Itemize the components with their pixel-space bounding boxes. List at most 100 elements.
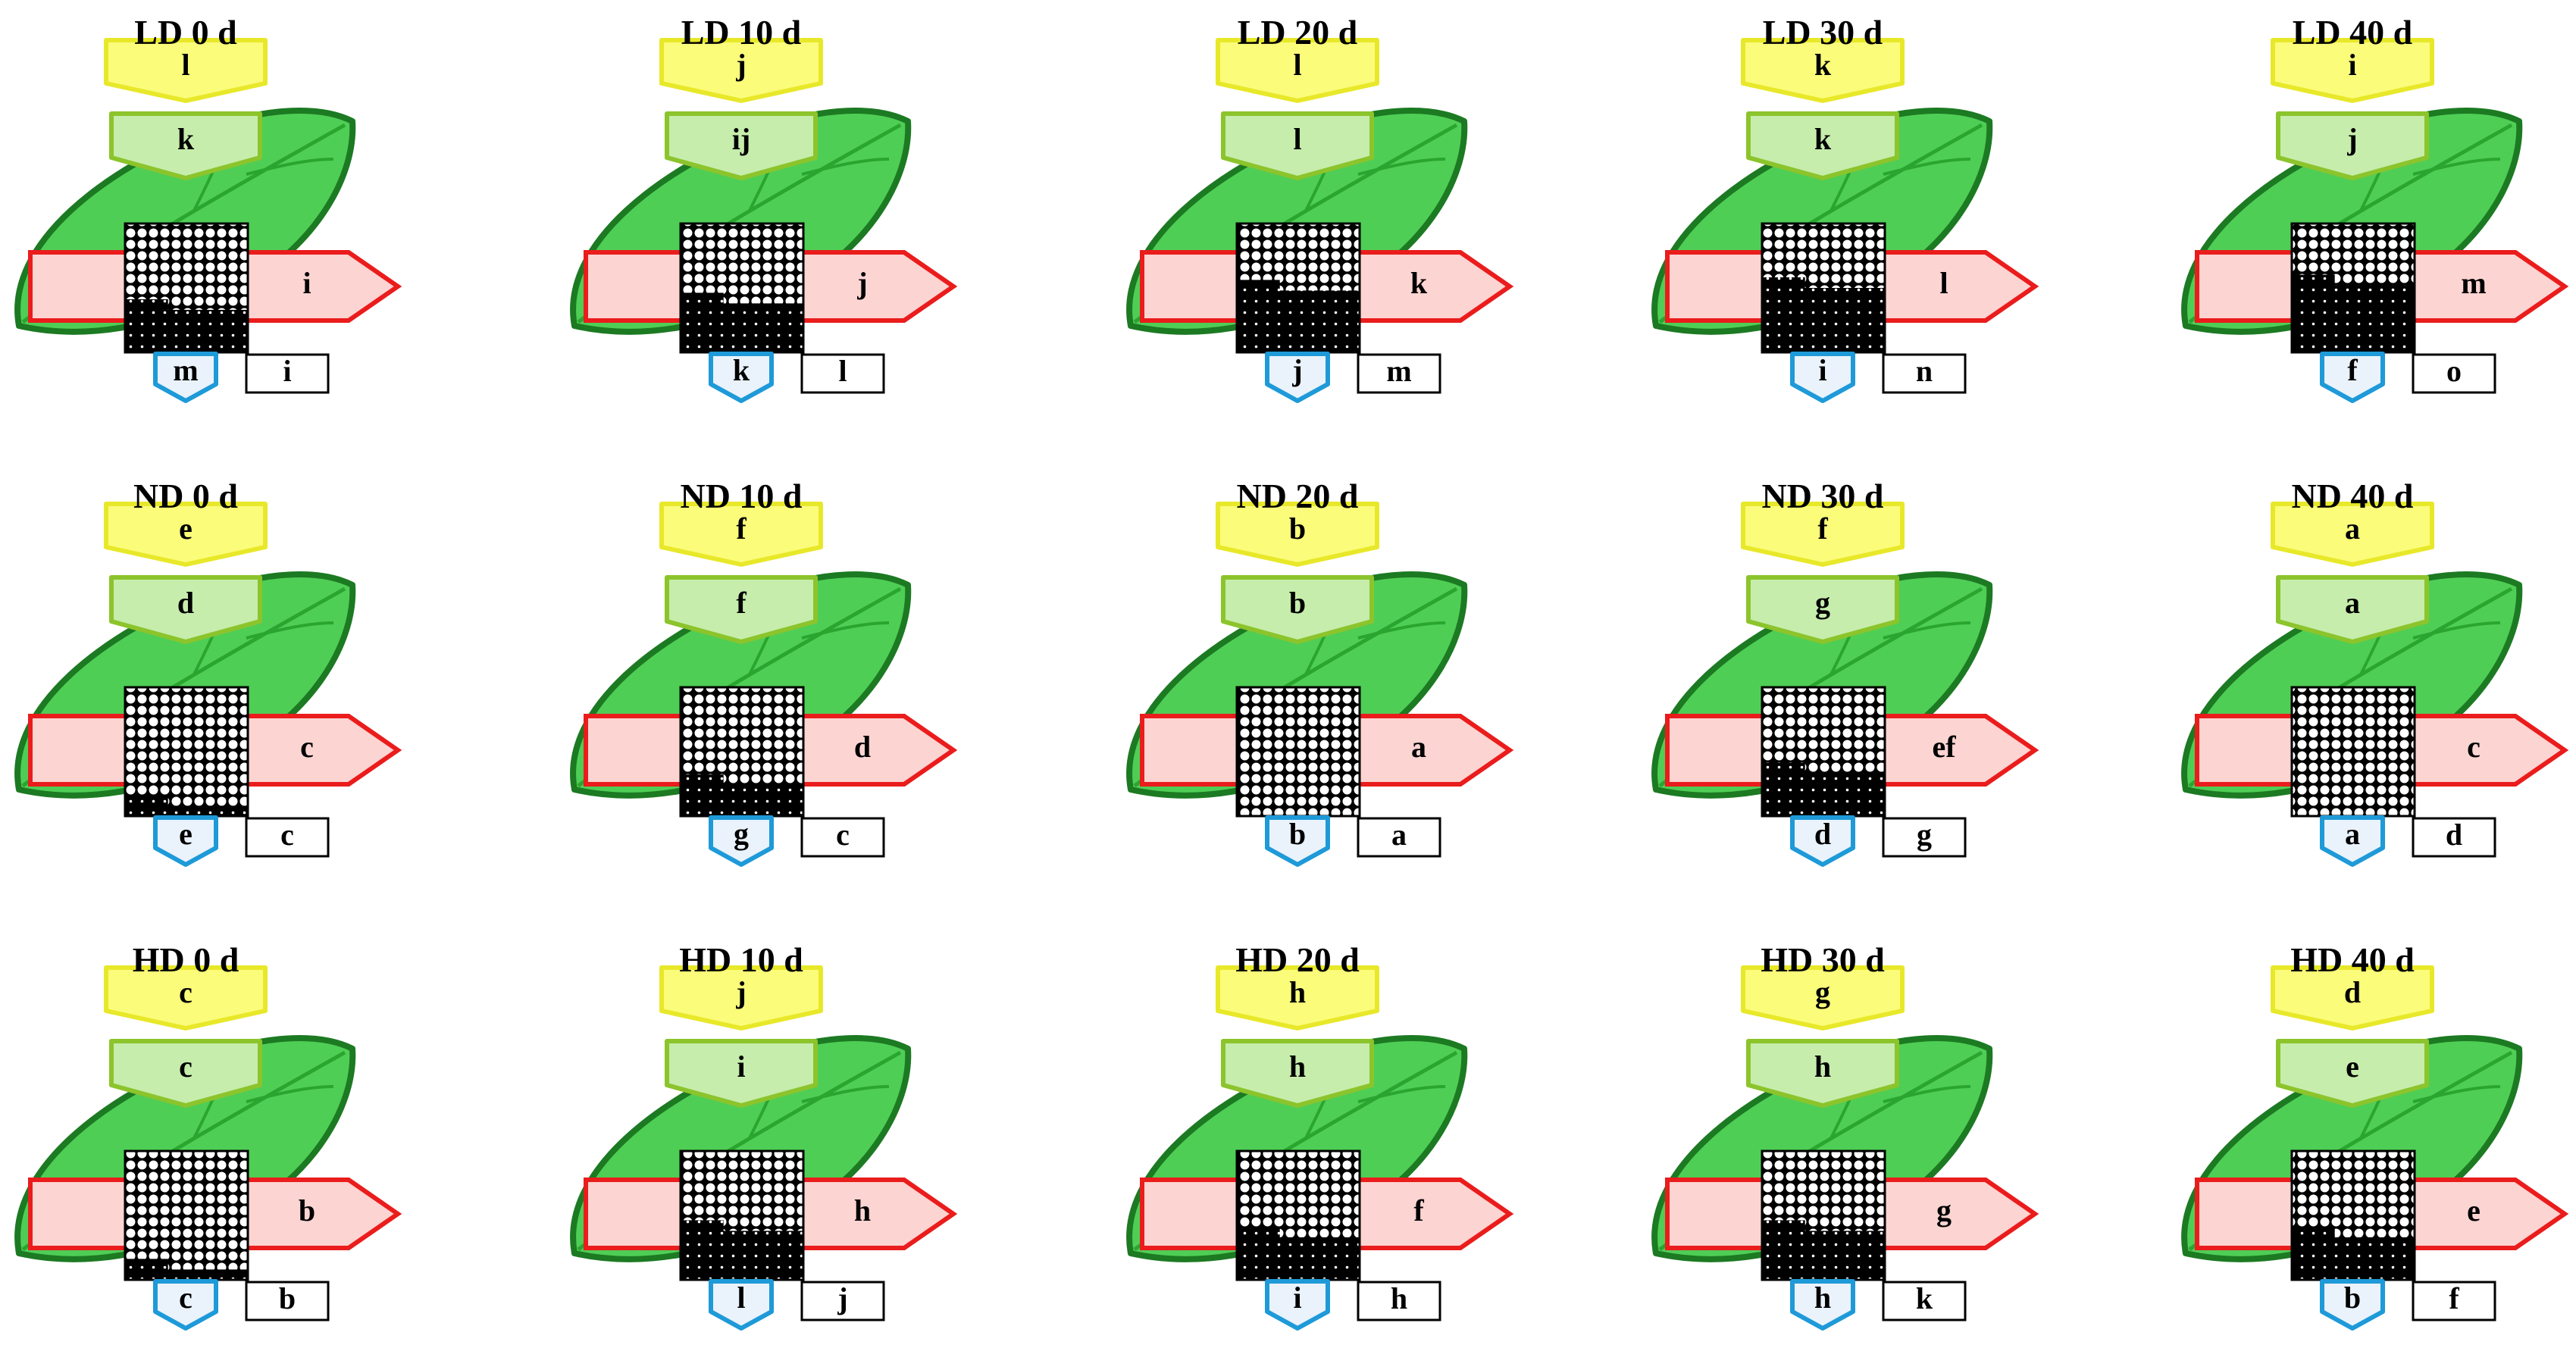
value-box bbox=[1882, 817, 1967, 858]
value-box-label: h bbox=[1391, 1281, 1407, 1315]
blue-shield-shape bbox=[1265, 1279, 1330, 1331]
pattern-square bbox=[124, 222, 249, 354]
green-pentagon-shape bbox=[1746, 111, 1899, 180]
value-box-label: a bbox=[1391, 818, 1407, 852]
panel-title: HD 40 d bbox=[2290, 940, 2415, 979]
yellow-chevron-shape bbox=[2271, 38, 2434, 103]
pattern-square bbox=[1235, 686, 1361, 818]
green-pentagon-shape bbox=[109, 575, 262, 644]
green-pentagon-label: a bbox=[2345, 586, 2360, 620]
value-box bbox=[2412, 817, 2496, 858]
filled-fraction bbox=[1762, 1231, 1885, 1280]
red-arrow-label: ef bbox=[1932, 730, 1956, 764]
yellow-chevron-label: g bbox=[1815, 975, 1830, 1009]
yellow-chevron-shape bbox=[104, 38, 268, 103]
red-arrow-label: c bbox=[2467, 730, 2481, 764]
yellow-chevron-shape bbox=[104, 965, 268, 1031]
blue-shield-label: c bbox=[179, 1281, 192, 1315]
value-box-label: l bbox=[838, 354, 847, 388]
value-box-label: o bbox=[2446, 354, 2462, 388]
filled-fraction bbox=[125, 309, 248, 352]
yellow-chevron-shape bbox=[1216, 38, 1379, 103]
red-arrow-label: d bbox=[854, 730, 871, 764]
yellow-chevron-label: c bbox=[179, 975, 192, 1009]
green-pentagon-label: d bbox=[177, 586, 194, 620]
panel-title: HD 0 d bbox=[133, 940, 239, 979]
value-box-label: g bbox=[1917, 818, 1932, 852]
blue-shield-shape bbox=[1790, 1279, 1855, 1331]
value-box bbox=[1357, 1281, 1441, 1321]
pattern-square bbox=[124, 686, 249, 818]
value-box bbox=[800, 817, 885, 858]
filled-fraction bbox=[125, 1269, 248, 1280]
blue-shield-label: j bbox=[1291, 353, 1302, 387]
green-pentagon-shape bbox=[2276, 1039, 2429, 1108]
yellow-chevron-label: l bbox=[1293, 48, 1301, 82]
green-pentagon-label: e bbox=[2346, 1049, 2359, 1084]
blue-shield-shape bbox=[2320, 815, 2385, 867]
red-arrow-label: k bbox=[1410, 266, 1428, 300]
panel-title: ND 0 d bbox=[133, 477, 238, 515]
panel-title: HD 30 d bbox=[1761, 940, 1885, 979]
value-box-label: c bbox=[280, 818, 294, 852]
green-pentagon-shape bbox=[2276, 111, 2429, 180]
yellow-chevron-shape bbox=[2271, 965, 2434, 1031]
blue-shield-label: m bbox=[173, 353, 198, 387]
red-arrow-label: e bbox=[2467, 1193, 2481, 1228]
blue-shield-label: d bbox=[1814, 817, 1831, 851]
value-box-label: d bbox=[2446, 818, 2462, 852]
green-pentagon-label: h bbox=[1814, 1049, 1831, 1084]
green-pentagon-label: h bbox=[1289, 1049, 1306, 1084]
panel-title: LD 0 d bbox=[134, 13, 237, 52]
yellow-chevron-shape bbox=[1216, 965, 1379, 1031]
yellow-chevron-label: d bbox=[2344, 975, 2361, 1009]
blue-shield-label: a bbox=[2345, 817, 2360, 851]
panel-title: LD 30 d bbox=[1763, 13, 1883, 52]
green-pentagon-shape bbox=[1221, 111, 1374, 180]
yellow-chevron-shape bbox=[659, 965, 823, 1031]
green-pentagon-label: k bbox=[1814, 122, 1832, 156]
blue-shield-shape bbox=[709, 352, 774, 403]
blue-shield-shape bbox=[709, 1279, 774, 1331]
panel-title: LD 40 d bbox=[2293, 13, 2413, 52]
blue-shield-label: f bbox=[2347, 353, 2358, 387]
value-box-label: b bbox=[279, 1281, 296, 1315]
blue-shield-label: b bbox=[1289, 817, 1306, 851]
pattern-square bbox=[679, 222, 805, 354]
pattern-square bbox=[1235, 222, 1361, 354]
yellow-chevron-shape bbox=[1741, 502, 1905, 567]
green-pentagon-label: k bbox=[177, 122, 195, 156]
green-pentagon-label: i bbox=[737, 1049, 745, 1084]
blue-shield-shape bbox=[709, 815, 774, 867]
filled-fraction bbox=[681, 785, 803, 816]
red-arrow-label: h bbox=[854, 1193, 871, 1228]
red-arrow-label: g bbox=[1936, 1193, 1952, 1228]
panel-title: HD 20 d bbox=[1235, 940, 1360, 979]
value-box bbox=[245, 353, 330, 394]
filled-fraction bbox=[125, 805, 248, 816]
yellow-chevron-label: f bbox=[736, 511, 747, 546]
blue-shield-shape bbox=[2320, 1279, 2385, 1331]
panel-title: ND 10 d bbox=[680, 477, 802, 515]
blue-shield-label: k bbox=[733, 353, 750, 387]
red-arrow-label: j bbox=[856, 266, 867, 300]
green-pentagon-shape bbox=[665, 111, 818, 180]
green-pentagon-label: ij bbox=[732, 122, 750, 156]
blue-shield-shape bbox=[153, 352, 218, 403]
red-arrow-label: a bbox=[1411, 730, 1426, 764]
blue-shield-label: h bbox=[1814, 1281, 1831, 1315]
green-pentagon-shape bbox=[665, 575, 818, 644]
green-pentagon-label: c bbox=[179, 1049, 192, 1084]
value-box bbox=[2412, 1281, 2496, 1321]
blue-shield-label: i bbox=[1818, 353, 1826, 387]
value-box-label: j bbox=[837, 1281, 847, 1315]
panel-title: ND 30 d bbox=[1761, 477, 1883, 515]
blue-shield-label: b bbox=[2344, 1281, 2361, 1315]
